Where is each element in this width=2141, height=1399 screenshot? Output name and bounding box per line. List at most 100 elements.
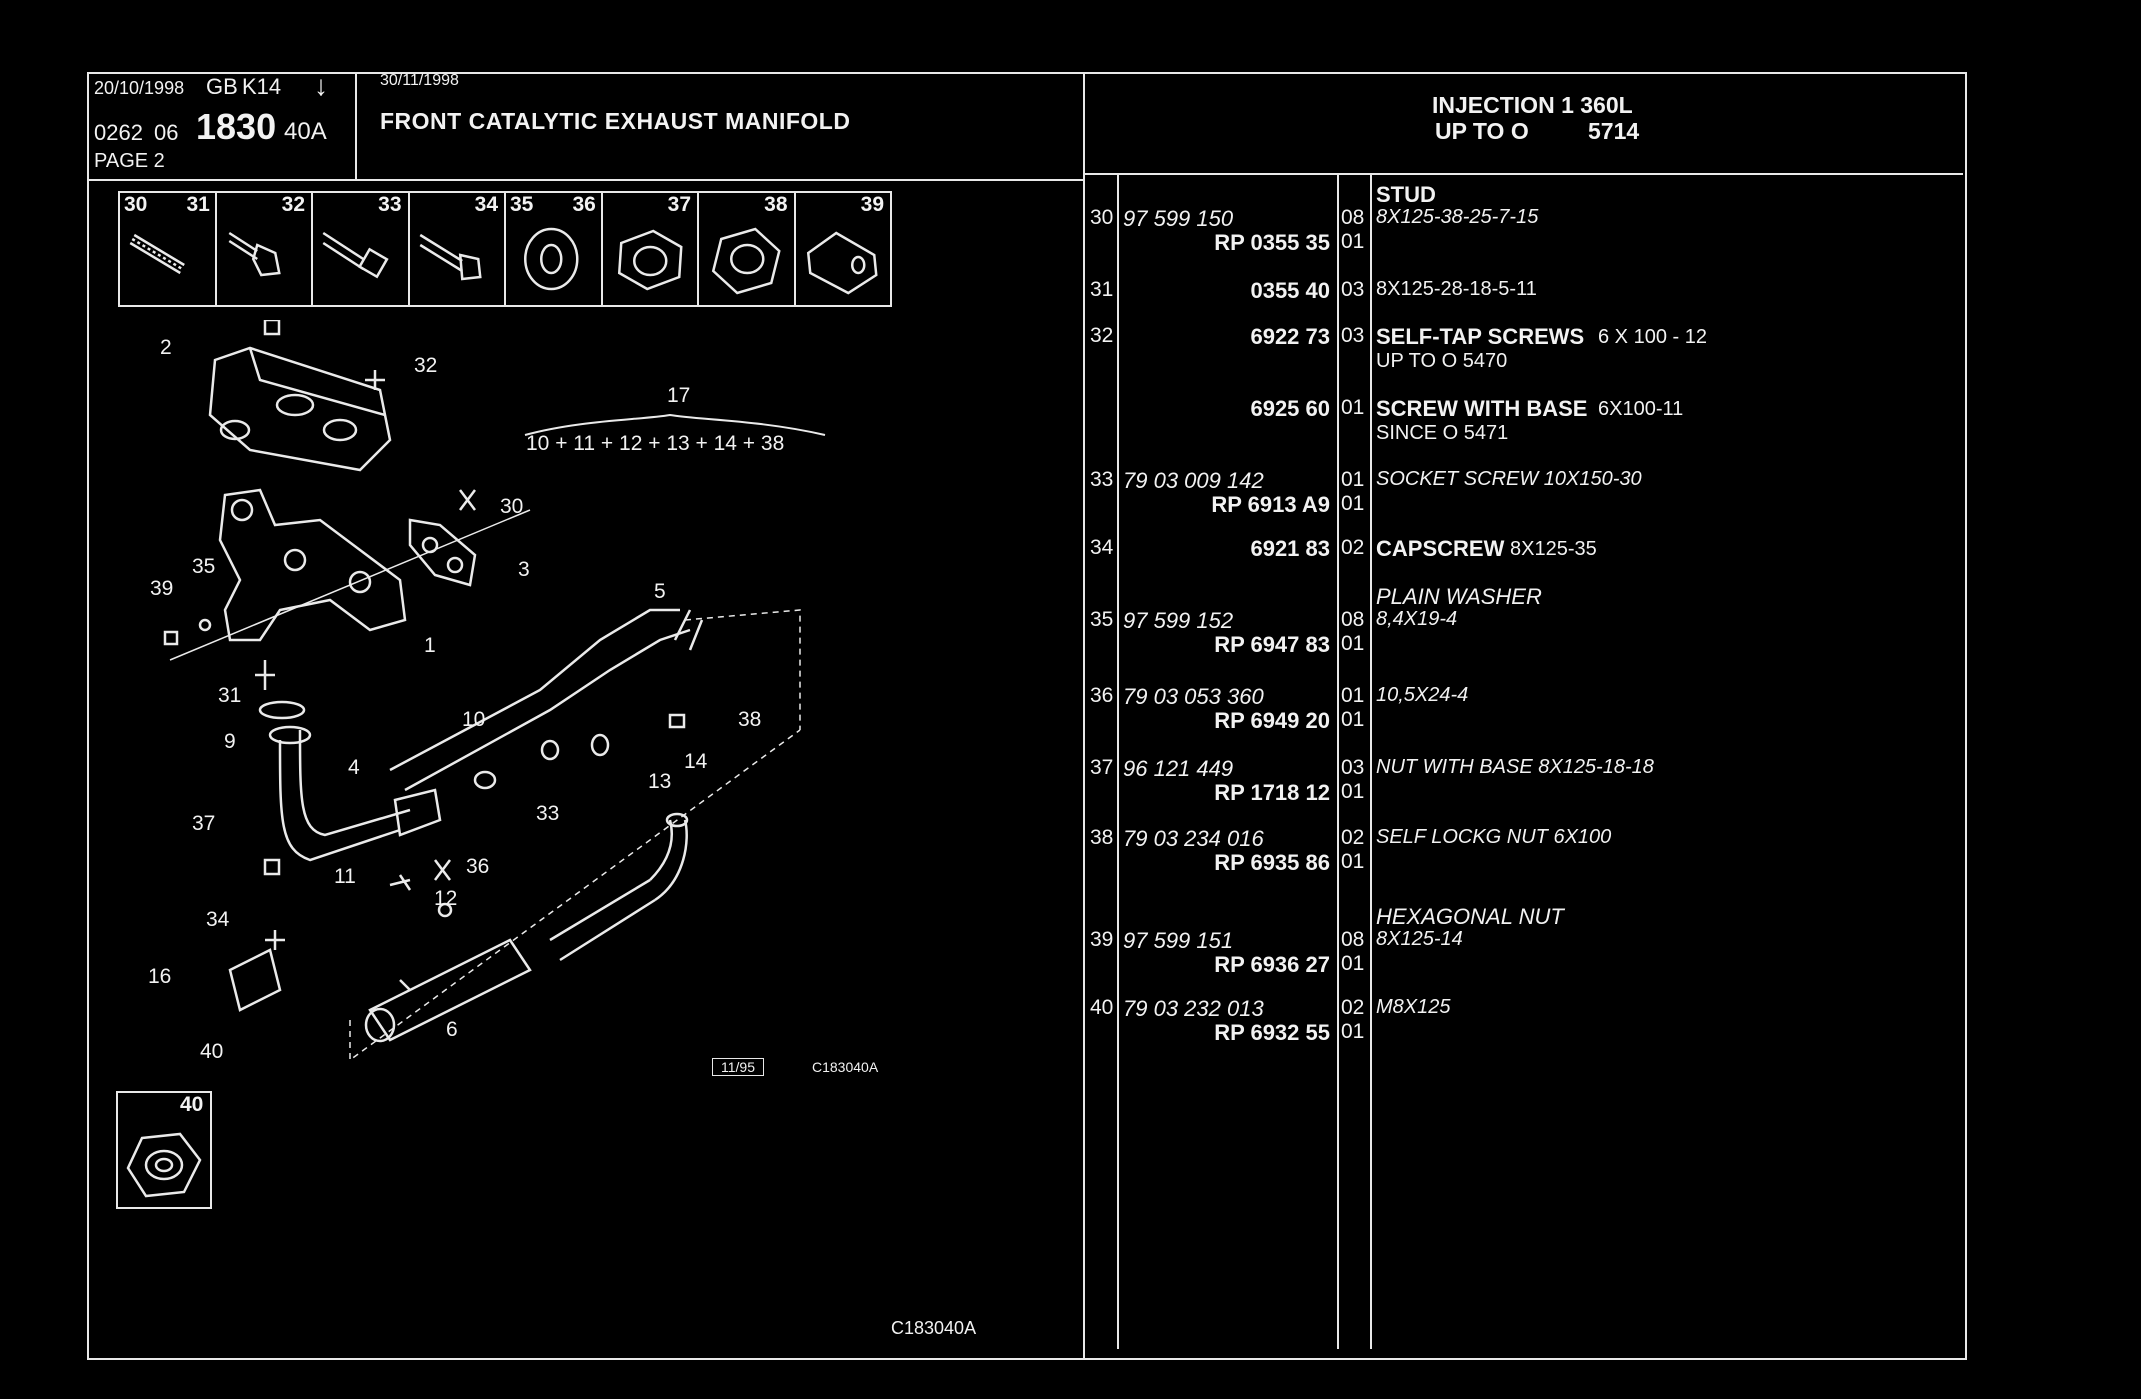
icon-cell: 34	[407, 191, 506, 307]
header-divider-right	[1083, 173, 1963, 175]
icon-cell: 32	[214, 191, 313, 307]
part-qty: 01	[1341, 468, 1365, 491]
part-ref: 36	[1090, 684, 1114, 707]
icon-cell: 33	[311, 191, 410, 307]
formula-brace	[524, 413, 826, 436]
washer-icon	[524, 227, 579, 291]
replacement-number: 6921 83	[1250, 536, 1330, 561]
part-qty: 02	[1341, 536, 1365, 559]
part-desc-heading: HEXAGONAL NUT	[1376, 904, 1564, 929]
ref-code: C183040A	[812, 1059, 879, 1075]
replacement-number: RP 6949 20	[1214, 708, 1330, 733]
diagram-callout: 38	[738, 708, 762, 731]
header-date2: 30/11/1998	[380, 72, 459, 89]
diagram-callout: 30	[500, 495, 524, 518]
replacement-number: RP 6935 86	[1214, 850, 1330, 875]
nut-39-icon	[163, 630, 179, 646]
catalytic-converter-icon	[389, 608, 691, 792]
part-qty-secondary: 01	[1341, 952, 1365, 975]
part-qty: 01	[1341, 684, 1365, 707]
diagram-callout: 31	[218, 684, 242, 707]
part-ref: 31	[1090, 278, 1114, 301]
formula-callout: 17	[667, 384, 691, 407]
icon-cell: 37	[600, 191, 699, 307]
part-number: 97 599 151	[1123, 928, 1234, 953]
icon-cell-number: 39	[860, 193, 884, 216]
part-qty: 03	[1341, 278, 1365, 301]
diagram-callout: 35	[192, 555, 216, 578]
applicability-line1: INJECTION 1 360L	[1432, 92, 1633, 118]
stud-icon	[129, 233, 185, 275]
inset-number: 40	[180, 1093, 204, 1116]
part-qty: 08	[1341, 206, 1365, 229]
replacement-number: RP 6913 A9	[1211, 492, 1330, 517]
header-model: K14	[242, 74, 282, 99]
header-market: GB	[206, 74, 238, 99]
icon-cell-number: 36	[572, 193, 596, 216]
part-desc: 6X100-11	[1598, 398, 1684, 420]
formula-text: 10 + 11 + 12 + 13 + 14 + 38	[526, 432, 785, 455]
diagram-callout: 34	[206, 908, 230, 931]
diagram-callout: 1	[424, 634, 436, 657]
part-ref: 33	[1090, 468, 1114, 491]
diagram-callout: 11	[334, 865, 356, 888]
page-number: PAGE 2	[94, 150, 165, 172]
part-qty-secondary: 01	[1341, 492, 1365, 515]
part-qty-secondary: 01	[1341, 850, 1365, 873]
icon-cell-number: 34	[474, 193, 498, 216]
replacement-number: 6925 60	[1250, 396, 1330, 421]
flanged-nut-40-icon	[126, 1132, 202, 1198]
outer-frame	[87, 72, 1967, 1360]
heat-shield-icon	[208, 346, 392, 472]
down-pipe-icon	[278, 729, 411, 862]
icon-cell-number: 38	[764, 193, 788, 216]
part-ref: 34	[1090, 536, 1114, 559]
diagram-callout: 16	[148, 965, 172, 988]
diagram-callout: 12	[434, 887, 458, 910]
capscrew-icon	[419, 233, 482, 281]
diagram-callout: 3	[518, 558, 530, 581]
part-ref: 37	[1090, 756, 1114, 779]
part-desc: SOCKET SCREW 10X150-30	[1376, 468, 1642, 490]
part-ref: 39	[1090, 928, 1114, 951]
diagram-callout: 10	[462, 708, 486, 731]
part-desc-heading: PLAIN WASHER	[1376, 584, 1542, 609]
part-qty-secondary: 01	[1341, 632, 1365, 655]
socket-screw-icon	[322, 231, 389, 279]
part-qty-secondary: 01	[1341, 780, 1365, 803]
part-number: 79 03 232 013	[1123, 996, 1264, 1021]
diagram-callout: 36	[466, 855, 490, 878]
icon-cell-number: 33	[378, 193, 402, 216]
part-qty: 08	[1341, 928, 1365, 951]
part-desc: M8X125	[1376, 996, 1451, 1018]
part-ref: 38	[1090, 826, 1114, 849]
part-desc: 8X125-35	[1510, 538, 1597, 560]
applicability-line2b: 5714	[1588, 118, 1640, 144]
part-desc-note: SINCE O 5471	[1376, 422, 1509, 444]
panel-divider	[1083, 72, 1085, 1358]
part-desc-heading: STUD	[1376, 182, 1436, 207]
icon-cell: 38	[697, 191, 796, 307]
part-desc: 8,4X19-4	[1376, 608, 1458, 630]
diagram-callout: 37	[192, 812, 216, 835]
col-line-ref	[1117, 173, 1119, 1349]
gasket-icon	[408, 518, 477, 587]
part-number: 79 03 053 360	[1123, 684, 1264, 709]
part-qty-secondary: 01	[1341, 708, 1365, 731]
part-desc: NUT WITH BASE 8X125-18-18	[1376, 756, 1654, 778]
footer-code: C183040A	[891, 1318, 977, 1338]
header-separator	[355, 72, 357, 179]
diagram-callout: 32	[414, 354, 438, 377]
icon-cell-number: 37	[667, 193, 691, 216]
diagram-callout: 14	[684, 750, 708, 773]
flanged-nut-icon	[617, 229, 683, 291]
exhaust-manifold-icon	[218, 488, 407, 642]
replacement-number: 6922 73	[1250, 324, 1330, 349]
part-qty-secondary: 01	[1341, 1020, 1365, 1043]
inset-box	[116, 1091, 212, 1209]
diagram-callout: 39	[150, 577, 174, 600]
part-desc: 8X125-14	[1376, 928, 1463, 950]
part-number: 97 599 152	[1123, 608, 1234, 633]
part-ref: 35	[1090, 608, 1114, 631]
